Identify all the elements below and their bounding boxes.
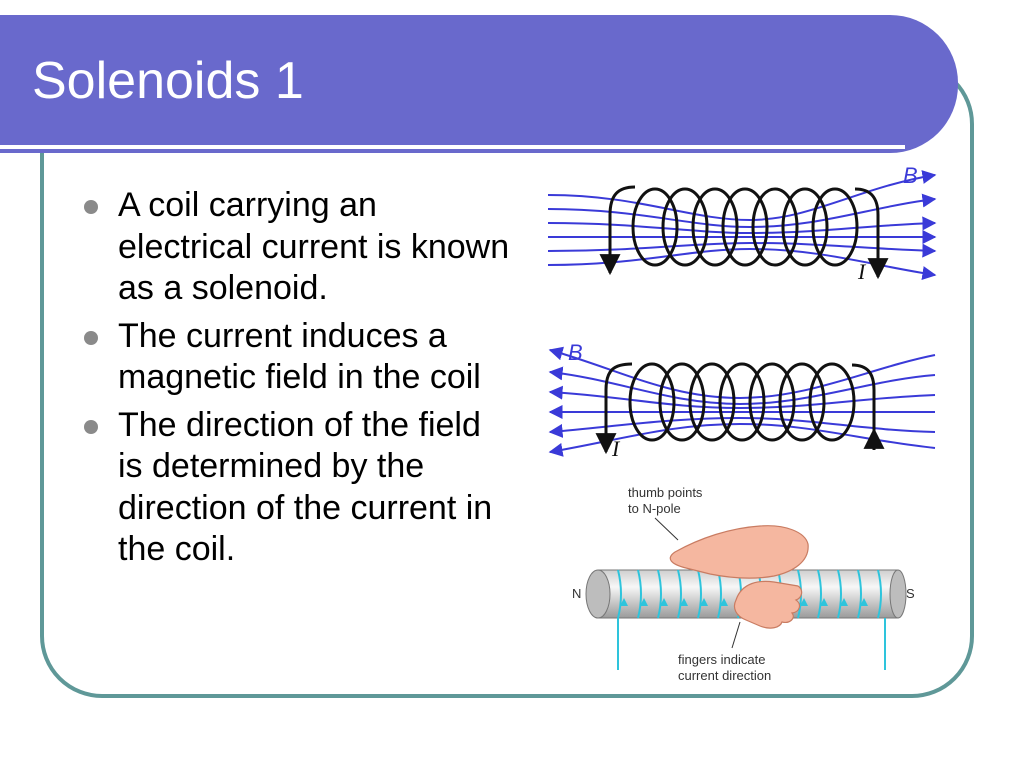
bullet-item: A coil carrying an electrical current is… <box>80 185 510 310</box>
title-bar: Solenoids 1 <box>0 15 958 153</box>
coil <box>599 185 889 280</box>
bullet-icon <box>84 200 98 214</box>
bullet-text: The direction of the field is determined… <box>118 405 493 569</box>
field-label: B <box>903 163 918 188</box>
bullet-text: The current induces a magnetic field in … <box>118 316 481 397</box>
bullet-text: A coil carrying an electrical current is… <box>118 186 510 307</box>
bullet-icon <box>84 419 98 434</box>
bullet-item: The current induces a magnetic field in … <box>80 316 510 399</box>
right-hand-rule-figure: thumb points to N-pole N S fingers indic… <box>572 485 915 683</box>
solenoid-field-right-figure: B I <box>547 163 937 284</box>
fingers-caption-line1: fingers indicate <box>678 652 765 667</box>
current-label: I <box>611 436 621 461</box>
thumb-caption-line2: to N-pole <box>628 501 681 516</box>
south-pole-label: S <box>906 586 915 601</box>
slide-title: Solenoids 1 <box>32 52 304 110</box>
coil <box>595 362 885 455</box>
solenoid-field-left-figure: B I <box>548 340 936 461</box>
bullet-icon <box>84 330 98 345</box>
bullet-list: A coil carrying an electrical current is… <box>80 185 510 577</box>
bullet-item: The direction of the field is determined… <box>80 405 510 571</box>
current-label: I <box>857 259 867 284</box>
current-arrows <box>620 598 868 606</box>
title-underline <box>0 145 905 149</box>
north-pole-label: N <box>572 586 581 601</box>
fingers-caption-line2: current direction <box>678 668 771 683</box>
hand-icon <box>669 525 809 629</box>
thumb-caption-line1: thumb points <box>628 485 703 500</box>
field-label: B <box>568 340 583 365</box>
